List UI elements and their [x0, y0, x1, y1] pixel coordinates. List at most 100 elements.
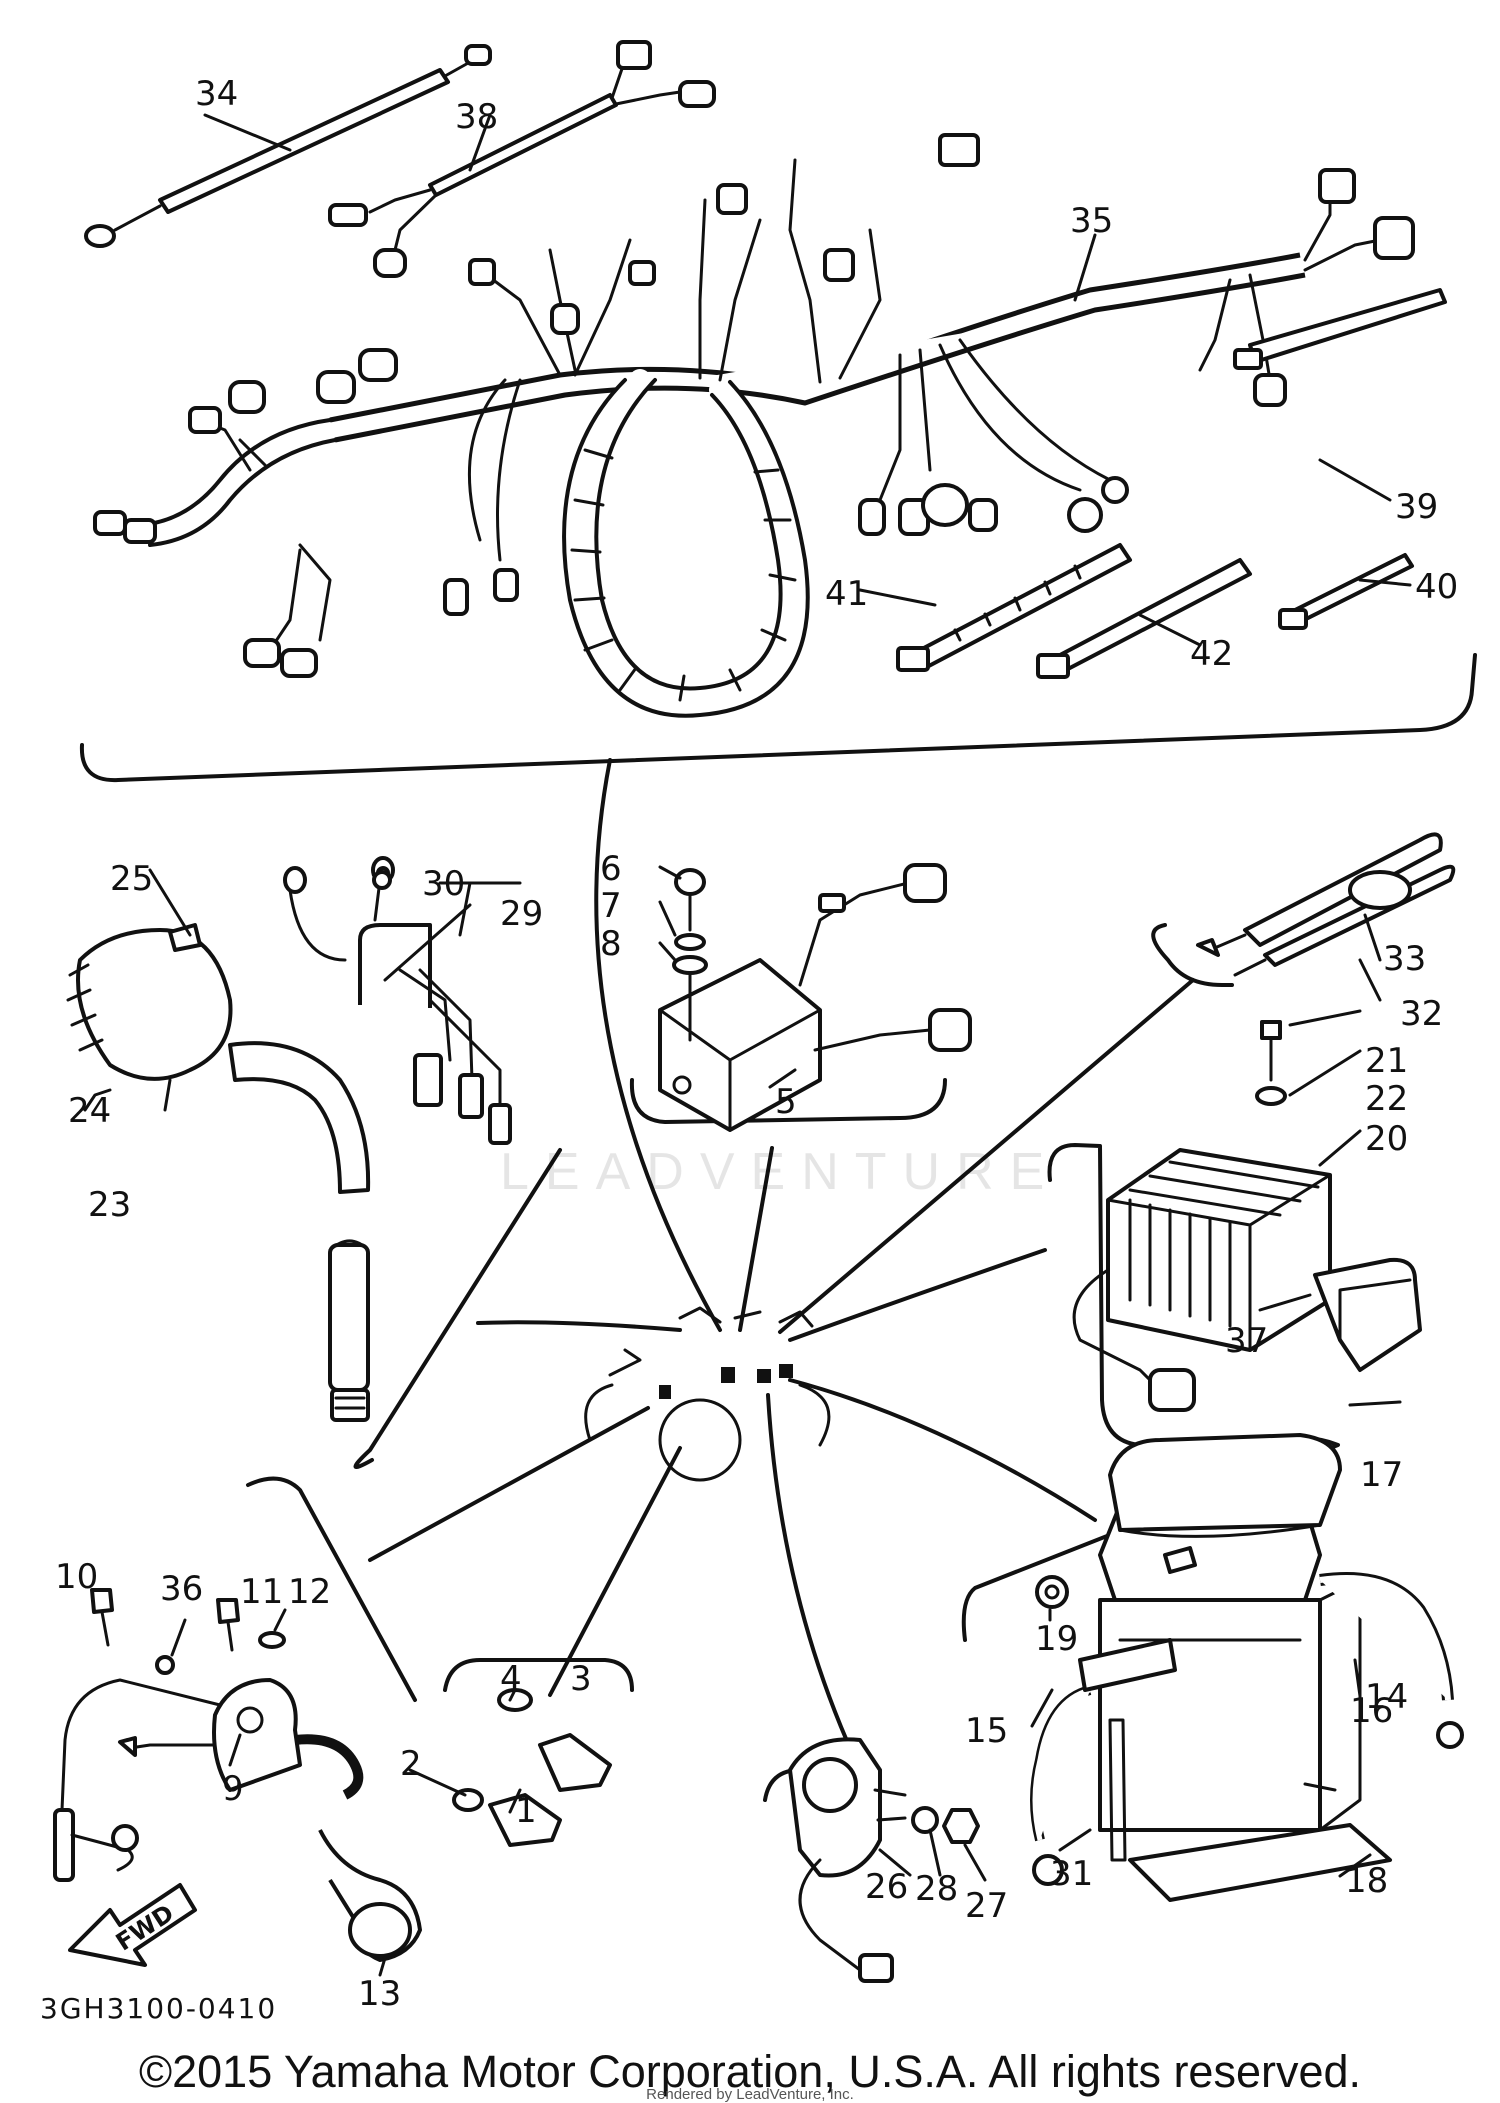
callout-35: 35: [1070, 201, 1113, 241]
callout-18: 18: [1345, 1861, 1388, 1901]
callout-34: 34: [195, 74, 238, 114]
callout-31: 31: [1050, 1854, 1093, 1894]
sub-lead-assembly: [283, 856, 512, 1145]
connector-plug: [921, 483, 969, 527]
callout-22: 22: [1365, 1079, 1408, 1119]
callout-21: 21: [1365, 1041, 1408, 1081]
render-credit: Rendered by LeadVenture, Inc.: [646, 2086, 854, 2103]
callout-19: 19: [1035, 1619, 1078, 1659]
ring-terminal: [1101, 476, 1129, 504]
callout-20: 20: [1365, 1119, 1408, 1159]
callout-25: 25: [110, 859, 153, 899]
callout-9: 9: [222, 1769, 244, 1809]
screw: [216, 1598, 240, 1624]
callout-28: 28: [915, 1869, 958, 1909]
harness-connectors: [93, 133, 1415, 678]
connector-plug: [228, 380, 266, 414]
handlebar-switch: [66, 923, 371, 1422]
connector-plug: [550, 303, 580, 335]
callout-17: 17: [1360, 1455, 1403, 1495]
nut: [911, 1806, 939, 1834]
callout-4: 4: [500, 1659, 522, 1699]
sensor-switch: [488, 1793, 562, 1847]
connector-plug: [468, 258, 496, 286]
callout-8: 8: [600, 924, 622, 964]
frame-tab: [779, 1364, 793, 1378]
connector-plug: [358, 348, 398, 382]
main-wire-harness: [93, 133, 1415, 718]
battery-cover: [1108, 1433, 1342, 1532]
callout-numbers: 1 2 3 4 5 6 7 8 9 10 11 12 13 14 15 16 1…: [55, 74, 1458, 2014]
callout-24: 24: [68, 1091, 111, 1131]
connector-plug: [1318, 168, 1356, 204]
neutral-switch-leads: [53, 1588, 422, 1962]
battery-assembly: [1030, 1433, 1464, 1902]
breather-hose: [1108, 1718, 1127, 1862]
cable-tie-40: [1293, 553, 1414, 624]
callout-37: 37: [1225, 1321, 1268, 1361]
battery-nut: [1035, 1575, 1069, 1609]
connector-plug: [188, 406, 222, 434]
callout-13: 13: [358, 1974, 401, 2014]
leader-lines: [368, 758, 1195, 1772]
battery-pad: [1128, 1823, 1392, 1902]
connector-plug: [823, 248, 855, 282]
sensor-switch: [538, 1733, 612, 1792]
callout-15: 15: [965, 1711, 1008, 1751]
forward-direction-arrow: FWD: [68, 1883, 197, 1967]
connector-plug: [280, 648, 318, 678]
connector-plug: [1373, 216, 1415, 260]
cable-ties: [896, 288, 1447, 679]
copyright-notice: ©2015 Yamaha Motor Corporation, U.S.A. A…: [138, 2046, 1362, 2097]
plain-washer: [672, 955, 708, 975]
callout-5: 5: [775, 1082, 797, 1122]
connector-plug: [938, 133, 980, 167]
harness-wrap-stripes: [570, 448, 797, 702]
connector-plug: [968, 498, 998, 532]
bolt-head: [1260, 1020, 1282, 1040]
callout-30: 30: [422, 864, 465, 904]
ring-terminal: [1067, 497, 1103, 533]
callout-40: 40: [1415, 567, 1458, 607]
sub-lead: [328, 40, 716, 278]
callout-27: 27: [965, 1886, 1008, 1926]
connector-plug: [858, 498, 886, 536]
washer: [1255, 1086, 1287, 1106]
washer: [258, 1631, 286, 1649]
callout-10: 10: [55, 1557, 98, 1597]
callout-3: 3: [570, 1659, 592, 1699]
bolt-head: [674, 868, 706, 896]
connector-plug: [93, 510, 127, 536]
callout-6: 6: [600, 849, 622, 889]
callout-14: 14: [1365, 1677, 1408, 1717]
connector-plug: [316, 370, 356, 404]
callout-26: 26: [865, 1867, 908, 1907]
drawing-code: 3GH3100-0410: [40, 1992, 278, 2025]
callout-leaders: [83, 113, 1412, 1977]
callout-2: 2: [400, 1744, 422, 1784]
connector-grommet: [372, 870, 392, 890]
frame-tab: [721, 1367, 735, 1383]
watermark: LEADVENTURE: [500, 1143, 1061, 1201]
connector-plug: [1253, 373, 1287, 407]
callout-38: 38: [455, 97, 498, 137]
plug-cap: [348, 1902, 412, 1958]
callout-32: 32: [1400, 994, 1443, 1034]
bolt: [90, 1588, 114, 1614]
washer: [452, 1788, 484, 1812]
connector-plug: [628, 260, 656, 286]
callout-11: 11: [240, 1572, 283, 1612]
cdi-unit: [658, 863, 972, 1132]
callout-41: 41: [825, 574, 868, 614]
callout-16: 16: [1350, 1691, 1393, 1731]
frame-mount-area: [584, 1306, 831, 1482]
connector-plug: [443, 578, 469, 616]
nut: [942, 1808, 980, 1844]
connector-plug: [493, 568, 519, 602]
starter-relay: [788, 1737, 980, 1983]
callout-39: 39: [1395, 487, 1438, 527]
battery-cable: [1078, 1638, 1177, 1692]
callout-29: 29: [500, 894, 543, 934]
cable-tie-39: [1248, 288, 1447, 364]
